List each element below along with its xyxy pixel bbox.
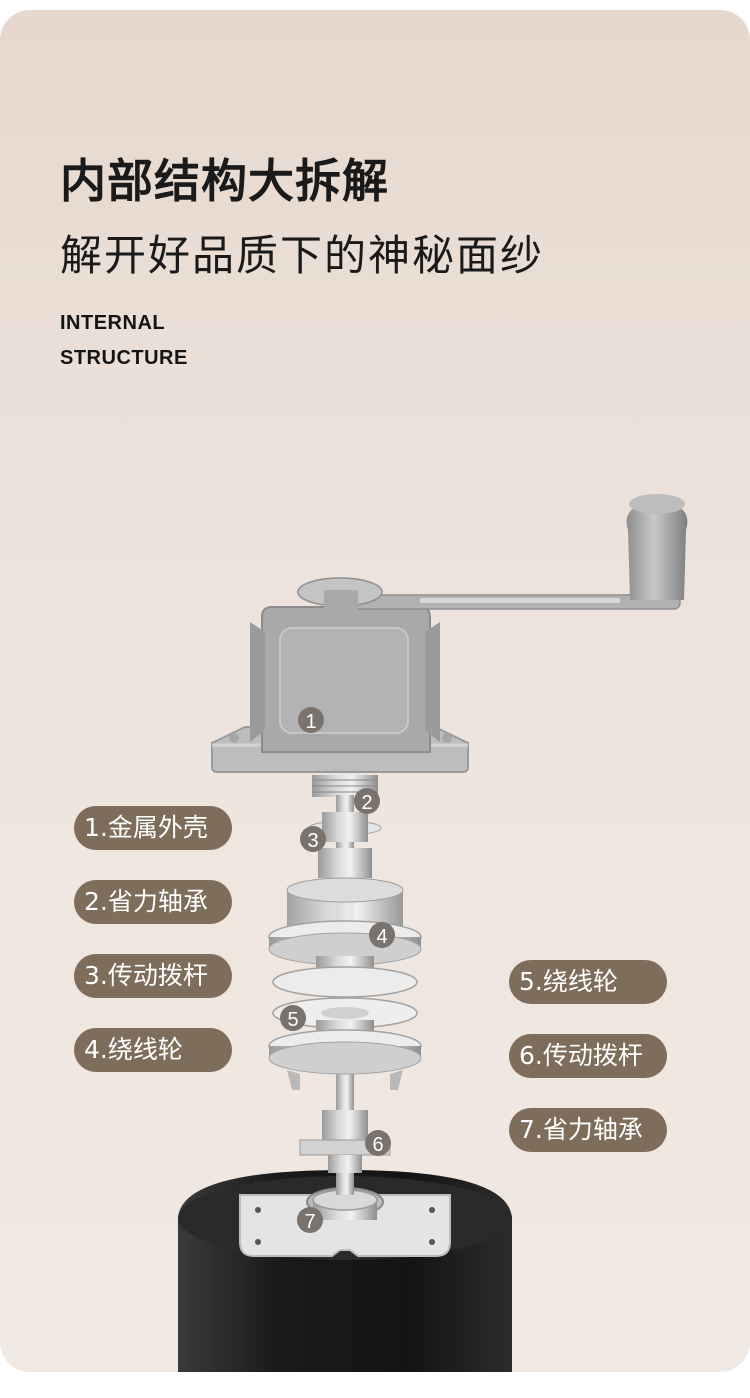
poster-card: 1 2 3 4 5 6 7 内部结构大拆解 解开好品质下的神秘面纱 INTERN… <box>0 10 750 1372</box>
marker-5: 5 <box>280 1005 306 1031</box>
crank-handle <box>297 494 688 610</box>
label-winding-wheel-upper: 4.绕线轮 <box>74 1028 232 1072</box>
svg-text:2: 2 <box>361 792 372 814</box>
label-metal-housing: 1.金属外壳 <box>74 806 232 850</box>
svg-text:1: 1 <box>305 711 316 733</box>
marker-4: 4 <box>369 922 395 948</box>
upper-drive-lever <box>308 812 382 878</box>
metal-housing <box>211 606 469 773</box>
svg-text:3: 3 <box>307 830 318 852</box>
grinder-exploded-view: 1 2 3 4 5 6 7 <box>178 494 688 1372</box>
english-title-line1: INTERNAL <box>60 312 166 334</box>
marker-7: 7 <box>297 1207 323 1233</box>
svg-text:4: 4 <box>376 926 387 948</box>
part-markers: 1 2 3 4 5 6 7 <box>280 707 395 1233</box>
label-bearing-lower: 7.省力轴承 <box>509 1108 667 1152</box>
label-drive-lever-lower: 6.传动拨杆 <box>509 1034 667 1078</box>
marker-1: 1 <box>298 707 324 733</box>
grinder-body <box>178 1170 512 1372</box>
headline: 内部结构大拆解 <box>60 154 389 208</box>
svg-text:7: 7 <box>304 1211 315 1233</box>
label-winding-wheel-lower: 5.绕线轮 <box>509 960 667 1004</box>
marker-2: 2 <box>354 788 380 814</box>
svg-text:6: 6 <box>372 1134 383 1156</box>
marker-6: 6 <box>365 1130 391 1156</box>
label-drive-lever-upper: 3.传动拨杆 <box>74 954 232 998</box>
marker-3: 3 <box>300 826 326 852</box>
label-bearing-upper: 2.省力轴承 <box>74 880 232 924</box>
svg-text:5: 5 <box>287 1009 298 1031</box>
winding-wheels <box>268 877 422 1090</box>
subheadline: 解开好品质下的神秘面纱 <box>60 231 545 280</box>
english-title-line2: STRUCTURE <box>60 347 188 369</box>
